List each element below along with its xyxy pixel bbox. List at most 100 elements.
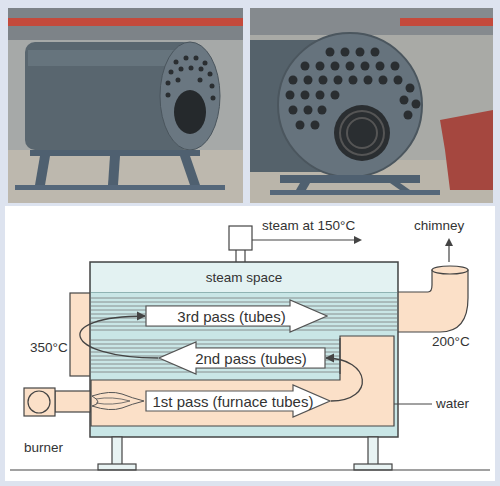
- tube-hole: [166, 93, 171, 98]
- tube-hole: [198, 78, 203, 83]
- annotation-label: steam at 150°C: [262, 218, 355, 234]
- tube-hole: [311, 121, 320, 130]
- rear-chamber: [70, 293, 91, 376]
- tube-line: [91, 340, 340, 341]
- tube-hole: [318, 106, 327, 115]
- annotation-label: chimney: [414, 218, 464, 234]
- tube-hole: [319, 76, 328, 85]
- tube-hole: [210, 84, 215, 89]
- tube-hole: [179, 67, 184, 72]
- support-leg: [368, 437, 378, 466]
- boiler-end-face: [278, 33, 422, 177]
- steam-outlet: [229, 226, 252, 250]
- support-foot: [354, 464, 392, 470]
- annotation-label: 200°C: [432, 334, 470, 350]
- tube-hole: [316, 62, 325, 71]
- tube-hole: [289, 106, 298, 115]
- tube-hole: [208, 72, 213, 77]
- stand-base: [270, 190, 440, 195]
- boiler-stand: [30, 150, 200, 156]
- flow-arrow: 2nd pass (tubes): [158, 341, 326, 375]
- annotation-label: water: [436, 396, 469, 412]
- chimney-arrow-line: [448, 244, 449, 262]
- steam-arrow-head: [354, 236, 362, 244]
- stand-leg: [180, 156, 200, 185]
- pass-label: 2nd pass (tubes): [180, 341, 322, 375]
- boiler-shell: [25, 42, 193, 150]
- tube-hole: [296, 121, 305, 130]
- photo-background: [8, 8, 243, 203]
- tube-hole: [394, 76, 403, 85]
- tube-hole: [341, 48, 350, 57]
- tube-hole: [334, 76, 343, 85]
- tube-hole: [211, 96, 216, 101]
- tube-line: [91, 344, 340, 345]
- tube-hole: [331, 91, 340, 100]
- boiler-end-face: [160, 42, 220, 150]
- tube-hole: [301, 91, 310, 100]
- photo-beam: [400, 18, 493, 26]
- tube-hole: [289, 76, 298, 85]
- tube-hole: [346, 62, 355, 71]
- tube-hole: [174, 60, 179, 65]
- flow-connector: [326, 358, 362, 401]
- tube-hole: [176, 78, 181, 83]
- stand-leg: [390, 183, 410, 190]
- diagram-panel: [5, 206, 495, 481]
- furnace-opening: [174, 90, 206, 134]
- tube-line: [91, 298, 397, 299]
- flow-arrow: 3rd pass (tubes): [145, 299, 328, 333]
- tube-hole: [404, 111, 413, 120]
- burner-housing: [55, 391, 90, 412]
- stand-leg: [296, 183, 310, 190]
- flow-connector: [80, 316, 158, 358]
- chimney-top: [432, 266, 468, 274]
- tube-hole: [371, 48, 380, 57]
- tube-line: [91, 302, 397, 303]
- tube-hole: [326, 48, 335, 57]
- tube-hole: [400, 96, 409, 105]
- tube-hole: [286, 91, 295, 100]
- arrow-shape: [146, 385, 330, 417]
- burner-fan-box: [24, 388, 55, 416]
- furnace-chamber: [91, 336, 394, 426]
- tube-hole: [364, 76, 373, 85]
- band-label: steam space: [206, 270, 283, 285]
- tube-hole: [199, 67, 204, 72]
- steam-arrow-line: [252, 239, 356, 240]
- furnace-opening: [334, 105, 390, 161]
- background-machine: [440, 110, 493, 190]
- tube-hole: [406, 84, 415, 93]
- tube-hole: [379, 76, 388, 85]
- tube-line: [91, 372, 340, 373]
- pass-label: 1st pass (furnace tubes): [149, 384, 317, 418]
- support-leg: [112, 437, 122, 466]
- tube-hole: [356, 48, 365, 57]
- tube-hole: [304, 106, 313, 115]
- photo-ceiling: [250, 8, 493, 35]
- annotation-label: burner: [24, 440, 63, 456]
- photo-floor: [8, 150, 243, 203]
- ground-line: [10, 469, 490, 470]
- furnace-ring: [347, 118, 377, 148]
- tube-hole: [166, 81, 171, 86]
- tube-hole: [194, 56, 199, 61]
- furnace-ring: [340, 111, 384, 155]
- chimney-flue: [397, 270, 468, 332]
- stand-leg: [108, 156, 120, 185]
- tube-hole: [391, 62, 400, 71]
- stand-leg: [35, 156, 50, 185]
- arrow-shape: [146, 300, 327, 332]
- tube-plate: [339, 338, 340, 374]
- boiler-stand: [280, 175, 420, 183]
- arrow-shape: [159, 342, 325, 374]
- boiler-body: [90, 262, 398, 437]
- support-foot: [98, 464, 136, 470]
- tube-hole: [316, 91, 325, 100]
- pass-label: 3rd pass (tubes): [149, 299, 314, 333]
- tube-hole: [331, 62, 340, 71]
- tube-hole: [203, 61, 208, 66]
